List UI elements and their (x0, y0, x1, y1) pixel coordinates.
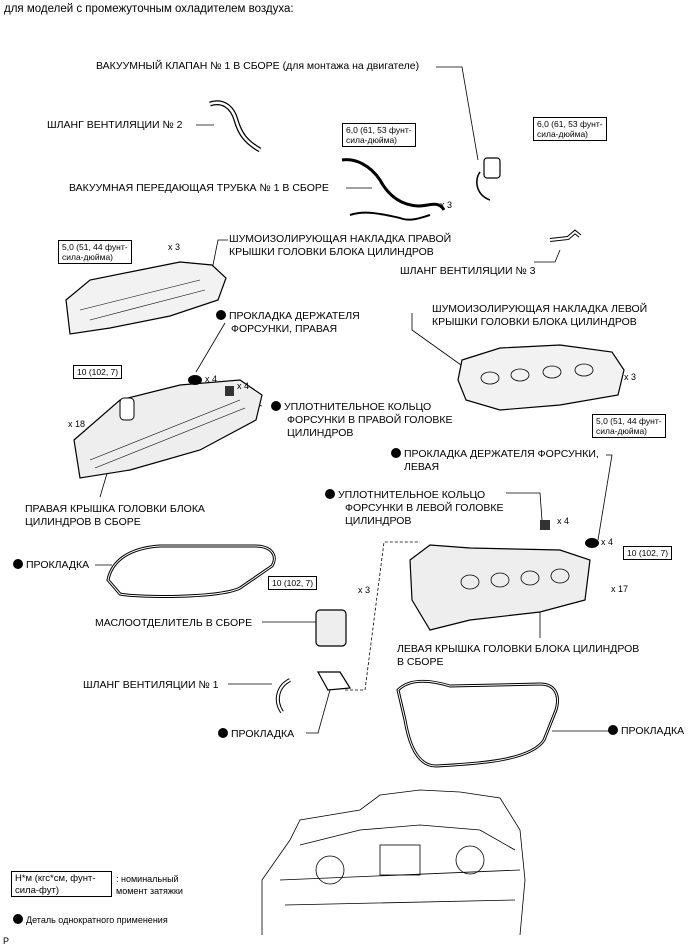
torque-box-left-cover: 10 (102, 7) (623, 546, 673, 560)
single-use-marker (391, 448, 401, 458)
label-right-cover-2: ЦИЛИНДРОВ В СБОРЕ (25, 516, 141, 528)
label-left-oring-2: ФОРСУНКИ В ЛЕВОЙ ГОЛОВКЕ (345, 502, 504, 514)
label-right-insulator-2: КРЫШКИ ГОЛОВКИ БЛОКА ЦИЛИНДРОВ (229, 246, 434, 258)
qty-left-cover: x 17 (611, 584, 629, 594)
leader-right-cover (99, 469, 109, 498)
qty-left-insulator: x 3 (624, 372, 637, 382)
label-vent-hose-1: ШЛАНГ ВЕНТИЛЯЦИИ № 1 (83, 679, 219, 691)
label-vacuum-valve: ВАКУУМНЫЙ КЛАПАН № 1 В СБОРЕ (для монтаж… (96, 60, 420, 72)
qty-right-gasket: x 4 (205, 374, 218, 384)
qty-left-gasket: x 4 (601, 537, 614, 547)
label-vent-hose-3: ШЛАНГ ВЕНТИЛЯЦИИ № 3 (400, 265, 536, 277)
label-left-oring-3: ЦИЛИНДРОВ (345, 515, 412, 527)
leader-vacuum-valve (436, 66, 479, 161)
label-right-oring-1: УПЛОТНИТЕЛЬНОЕ КОЛЬЦО (271, 401, 431, 414)
single-use-marker (325, 489, 335, 499)
engine-sketch (261, 789, 526, 936)
label-right-oring-3: ЦИЛИНДРОВ (287, 427, 354, 439)
left-cover-shape (409, 544, 591, 631)
label-right-injector-gasket-2: ФОРСУНКИ, ПРАВАЯ (231, 323, 338, 335)
legend-torque-desc-1: : номинальный (116, 874, 179, 884)
qty-right-cover: x 18 (68, 419, 86, 429)
single-use-marker (13, 559, 23, 569)
right-insulator-shape (65, 261, 227, 335)
label-right-injector-gasket-1: ПРОКЛАДКА ДЕРЖАТЕЛЯ (216, 310, 360, 323)
torque-box-tube: 6,0 (61, 53 фунт-сила-дюйма) (342, 123, 416, 147)
label-right-cover-1: ПРАВАЯ КРЫШКА ГОЛОВКИ БЛОКА (25, 503, 205, 515)
label-left-injector-gasket-1: ПРОКЛАДКА ДЕРЖАТЕЛЯ ФОРСУНКИ, (391, 448, 599, 461)
qty-right-insulator: x 3 (168, 242, 181, 252)
legend-torque-desc-2: момент затяжки (116, 886, 183, 896)
label-left-insulator-2: КРЫШКИ ГОЛОВКИ БЛОКА ЦИЛИНДРОВ (432, 316, 637, 328)
label-left-cover-1: ЛЕВАЯ КРЫШКА ГОЛОВКИ БЛОКА ЦИЛИНДРОВ (397, 643, 640, 655)
leader-left-injector-gasket (597, 454, 613, 541)
label-right-insulator-1: ШУМОИЗОЛИРУЮЩАЯ НАКЛАДКА ПРАВОЙ (229, 233, 452, 245)
label-left-oring-1: УПЛОТНИТЕЛЬНОЕ КОЛЬЦО (325, 489, 485, 502)
label-left-cover-2: В СБОРЕ (397, 656, 444, 668)
legend-torque-box: Н*м (кгс*см, фунт-сила-фут) (11, 871, 112, 897)
header-title: для моделей с промежуточным охладителем … (4, 3, 294, 15)
torque-box-right-cover: 10 (102, 7) (73, 365, 123, 379)
single-use-marker (218, 728, 228, 738)
qty-tube: x 3 (440, 200, 453, 210)
left-insulator-shape (457, 344, 625, 411)
label-left-injector-gasket-2: ЛЕВАЯ (404, 461, 440, 473)
qty-separator: x 3 (358, 585, 371, 595)
leader-left-insulator (411, 313, 469, 371)
legend-single-use: Деталь однократного применения (13, 914, 168, 926)
label-vent-hose-2: ШЛАНГ ВЕНТИЛЯЦИИ № 2 (47, 119, 183, 131)
leader-gasket-bottom (306, 689, 331, 734)
single-use-marker (13, 914, 23, 924)
footer-code: P (3, 936, 10, 946)
single-use-marker (216, 310, 226, 320)
label-gasket-bottom: ПРОКЛАДКА (218, 728, 294, 741)
qty-left-oring: x 4 (557, 516, 570, 526)
dashed-alignment (345, 541, 420, 691)
label-gasket-right: ПРОКЛАДКА (608, 725, 684, 738)
single-use-marker (608, 725, 618, 735)
label-vacuum-tube: ВАКУУМНАЯ ПЕРЕДАЮЩАЯ ТРУБКА № 1 В СБОРЕ (69, 182, 329, 194)
label-gasket-left: ПРОКЛАДКА (13, 559, 89, 572)
label-left-insulator-1: ШУМОИЗОЛИРУЮЩАЯ НАКЛАДКА ЛЕВОЙ (432, 303, 648, 315)
torque-box-left-insulator: 5,0 (51, 44 фунт-сила-дюйма) (592, 414, 666, 438)
leader-vent-hose-3 (534, 249, 561, 263)
vent-hose-2-shape (209, 100, 262, 153)
leader-right-injector-gasket (195, 322, 226, 373)
leader-left-oring (506, 492, 543, 521)
torque-box-separator: 10 (102, 7) (268, 576, 318, 590)
single-use-marker (271, 401, 281, 411)
torque-box-right-insulator: 5,0 (51, 44 фунт-сила-дюйма) (58, 240, 132, 264)
label-right-oring-2: ФОРСУНКИ В ПРАВОЙ ГОЛОВКЕ (287, 414, 453, 426)
torque-box-valve: 6,0 (61, 53 фунт-сила-дюйма) (533, 117, 607, 141)
label-oil-separator: МАСЛООТДЕЛИТЕЛЬ В СБОРЕ (95, 617, 253, 629)
oil-separator-shape (315, 609, 347, 647)
qty-right-oring: x 4 (237, 381, 250, 391)
